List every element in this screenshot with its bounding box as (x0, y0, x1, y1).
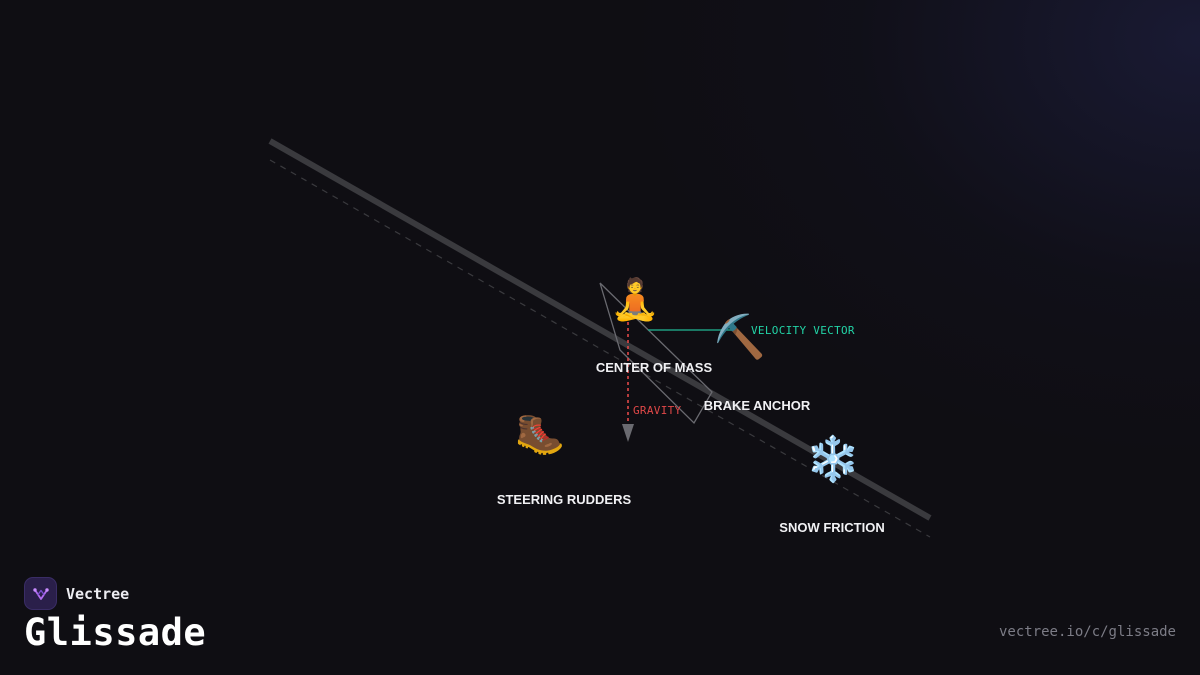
brand: Vectree (24, 577, 129, 610)
body-triangle-outline (599, 282, 713, 425)
person-sitting-icon: 🧘 (610, 276, 660, 323)
slope-line (268, 138, 932, 521)
velocity-vector-label: VELOCITY VECTOR (751, 324, 855, 337)
ice-axe-icon: ⛏️ (714, 312, 766, 361)
vectree-logo-icon (24, 577, 57, 610)
steering-rudders-label: STEERING RUDDERS (497, 492, 632, 507)
page-title: Glissade (24, 611, 207, 654)
page-url: vectree.io/c/glissade (998, 624, 1176, 640)
gravity-arrowhead (622, 424, 634, 442)
brand-name: Vectree (66, 584, 130, 603)
snow-friction-label: SNOW FRICTION (779, 520, 884, 535)
brake-anchor-label: BRAKE ANCHOR (704, 398, 811, 413)
center-of-mass-label: CENTER OF MASS (596, 360, 713, 375)
gravity-vector-label: GRAVITY (633, 404, 682, 417)
snowflake-icon: ❄️ (806, 434, 861, 485)
hiking-boot-icon: 🥾 (515, 411, 565, 457)
